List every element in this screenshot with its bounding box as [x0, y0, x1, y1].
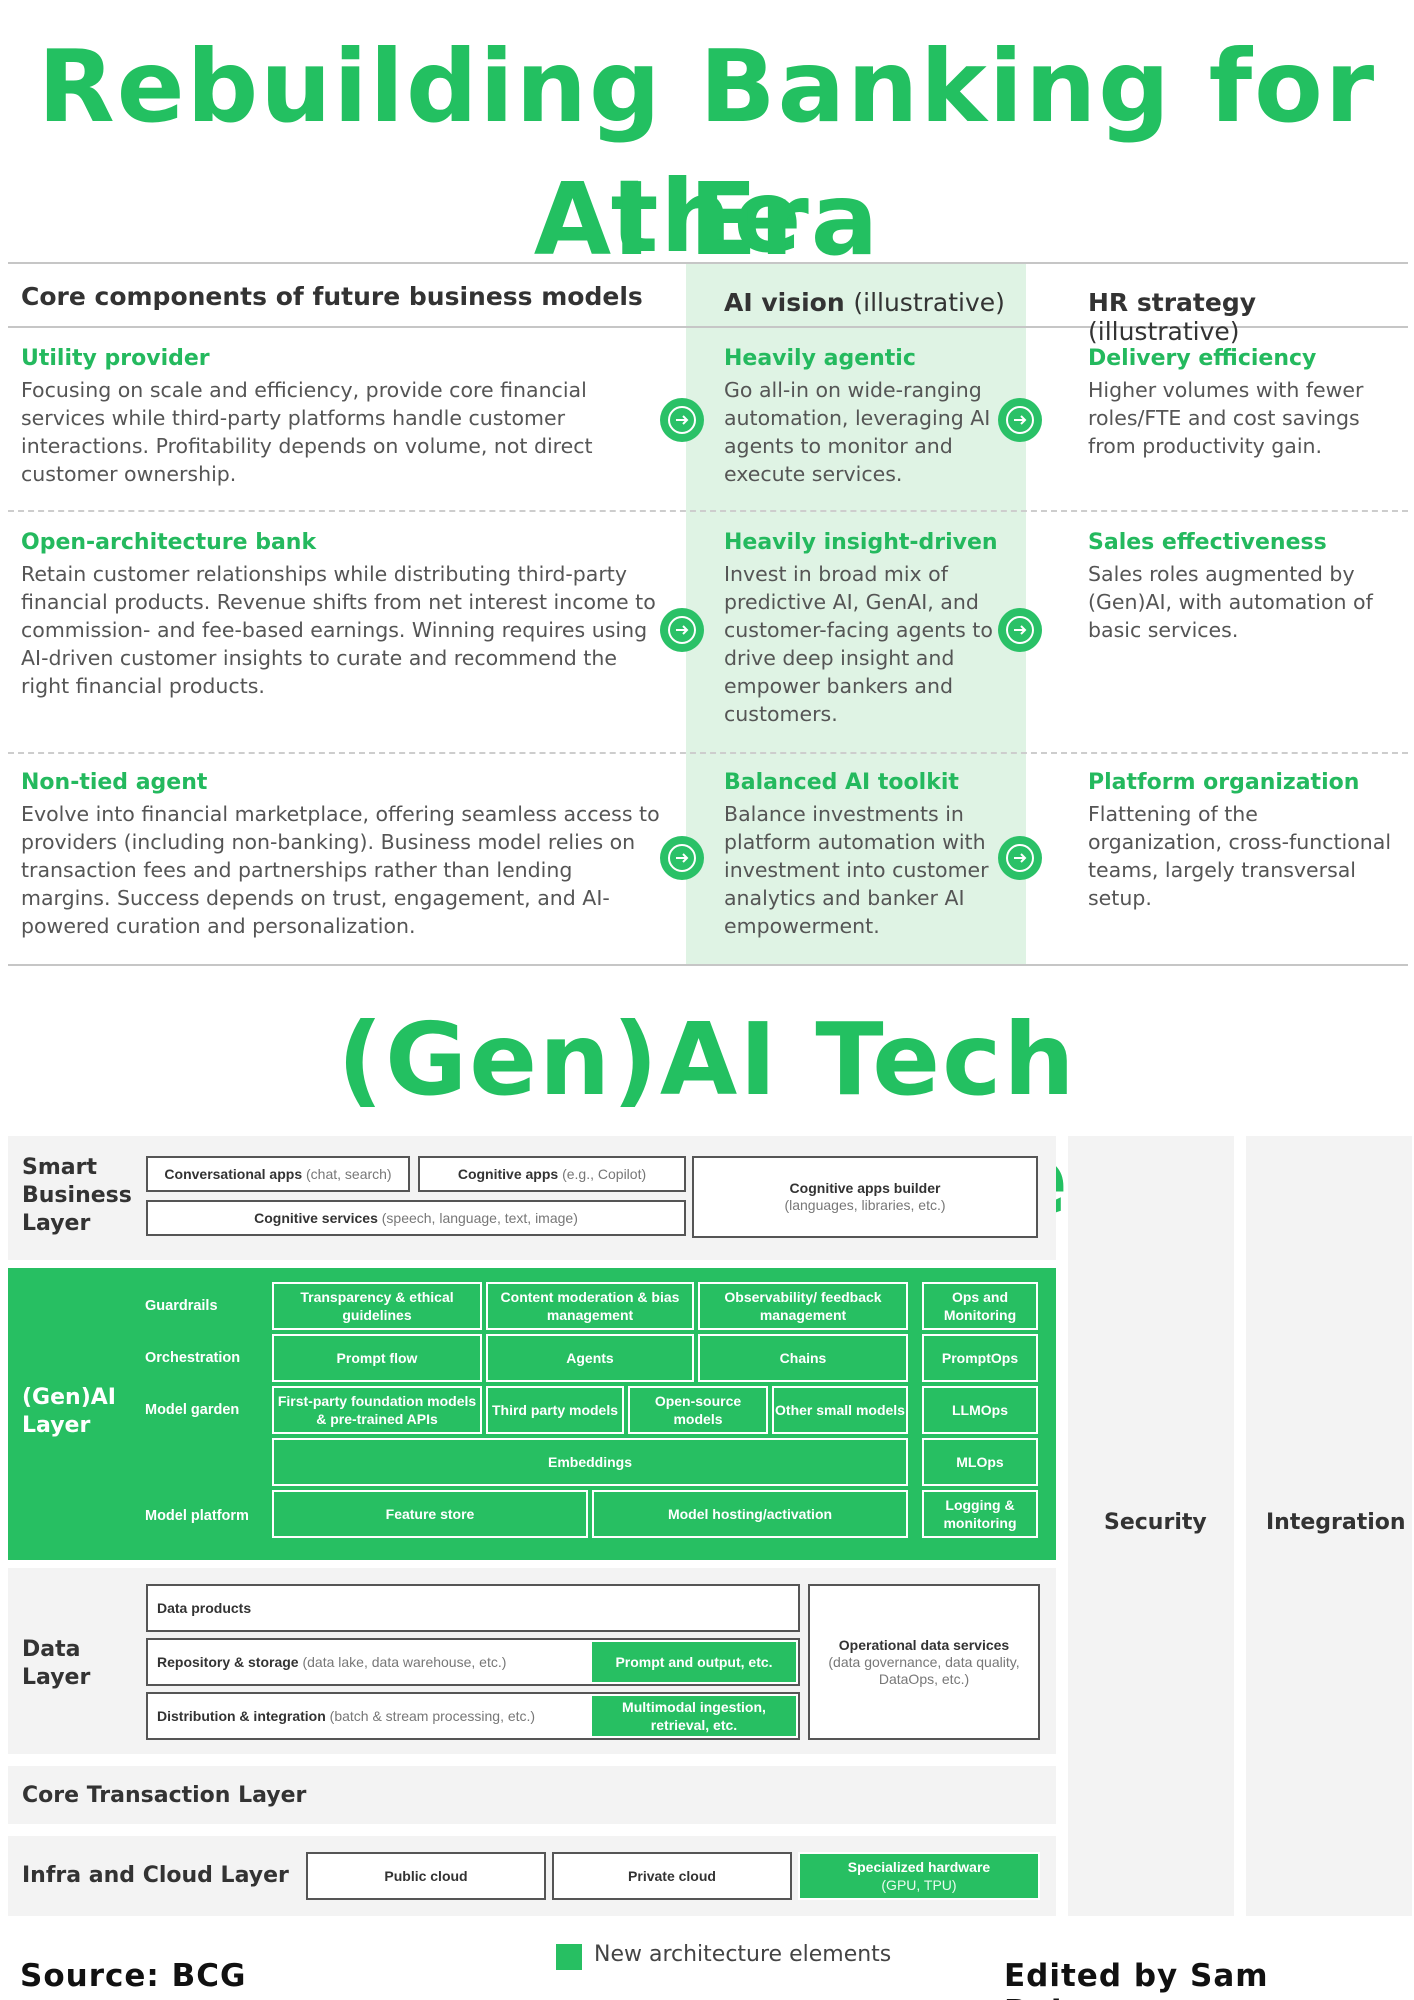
header-hr-strategy: HR strategy (illustrative): [1088, 288, 1257, 346]
row-1-core: Utility provider Focusing on scale and e…: [21, 344, 661, 488]
row-3-core-text: Evolve into financial marketplace, offer…: [21, 802, 660, 938]
promptops-box: PromptOps: [922, 1334, 1038, 1382]
transparency-box: Transparency & ethical guidelines: [272, 1282, 482, 1330]
main-title-line-1: Rebuilding Banking for the: [37, 28, 1377, 275]
editor-credit: Edited by Sam Boboev: [1004, 1958, 1269, 2000]
core-transaction-layer-label: Core Transaction Layer: [22, 1783, 307, 1808]
model-hosting-box: Model hosting/activation: [592, 1490, 908, 1538]
row-2-hr-text: Sales roles augmented by (Gen)AI, with a…: [1088, 562, 1373, 642]
row-3-hr-text: Flattening of the organization, cross-fu…: [1088, 802, 1392, 910]
open-source-models-box: Open-source models: [628, 1386, 768, 1434]
table-top-rule: [8, 262, 1408, 264]
row-2-core: Open-architecture bank Retain customer r…: [21, 528, 661, 700]
operational-data-services-box: Operational data services(data governanc…: [808, 1584, 1040, 1740]
content-moderation-box: Content moderation & bias management: [486, 1282, 694, 1330]
main-title-line-2: AI Era: [533, 161, 881, 278]
model-garden-label: Model garden: [145, 1402, 240, 1418]
model-platform-label: Model platform: [145, 1508, 249, 1524]
row-1-core-text: Focusing on scale and efficiency, provid…: [21, 378, 593, 486]
cognitive-apps-box: Cognitive apps (e.g., Copilot): [418, 1156, 686, 1192]
business-model-table: Core components of future business model…: [8, 262, 1408, 966]
row-3-vision-title: Balanced AI toolkit: [724, 770, 959, 795]
row-2-hr-title: Sales effectiveness: [1088, 530, 1327, 555]
row-1-hr: Delivery efficiency Higher volumes with …: [1088, 344, 1398, 460]
row-3-vision-text: Balance investments in platform automati…: [724, 802, 989, 938]
embeddings-box: Embeddings: [272, 1438, 908, 1486]
mlops-box: MLOps: [922, 1438, 1038, 1486]
row-2-vision: Heavily insight-driven Invest in broad m…: [724, 528, 1014, 728]
data-layer-label: Data Layer: [22, 1637, 91, 1690]
arrow-right-icon: [660, 836, 704, 880]
row-1-vision: Heavily agentic Go all-in on wide-rangin…: [724, 344, 1014, 488]
row-divider-1: [8, 510, 1408, 512]
other-small-models-box: Other small models: [772, 1386, 908, 1434]
agents-box: Agents: [486, 1334, 694, 1382]
header-core-components: Core components of future business model…: [21, 282, 643, 311]
prompt-output-box: Prompt and output, etc.: [590, 1640, 798, 1684]
private-cloud-box: Private cloud: [552, 1852, 792, 1900]
row-1-hr-text: Higher volumes with fewer roles/FTE and …: [1088, 378, 1364, 458]
legend-label: New architecture elements: [594, 1942, 892, 1967]
row-1-vision-title: Heavily agentic: [724, 346, 916, 371]
header-ai-vision: AI vision (illustrative): [724, 288, 1005, 317]
smart-business-layer-label: Smart Business Layer: [22, 1155, 132, 1236]
arrow-right-icon: [660, 398, 704, 442]
genai-layer-label: (Gen)AI Layer: [22, 1385, 116, 1438]
integration-column: [1246, 1136, 1412, 1916]
third-party-models-box: Third party models: [486, 1386, 624, 1434]
row-2-hr: Sales effectiveness Sales roles augmente…: [1088, 528, 1398, 644]
row-2-core-text: Retain customer relationships while dist…: [21, 562, 656, 698]
arrow-right-icon: [660, 608, 704, 652]
row-1-core-title: Utility provider: [21, 346, 210, 371]
feature-store-box: Feature store: [272, 1490, 588, 1538]
row-3-core-title: Non-tied agent: [21, 770, 208, 795]
row-3-vision: Balanced AI toolkit Balance investments …: [724, 768, 1014, 940]
row-2-vision-title: Heavily insight-driven: [724, 530, 998, 555]
row-2-vision-text: Invest in broad mix of predictive AI, Ge…: [724, 562, 993, 726]
row-3-core: Non-tied agent Evolve into financial mar…: [21, 768, 661, 940]
legend-swatch: [556, 1944, 582, 1970]
multimodal-ingestion-box: Multimodal ingestion, retrieval, etc.: [590, 1694, 798, 1738]
arrow-right-icon: [998, 398, 1042, 442]
row-1-vision-text: Go all-in on wide-ranging automation, le…: [724, 378, 991, 486]
source-credit: Source: BCG: [20, 1958, 247, 1994]
row-1-hr-title: Delivery efficiency: [1088, 346, 1317, 371]
prompt-flow-box: Prompt flow: [272, 1334, 482, 1382]
table-bottom-rule: [8, 964, 1408, 966]
observability-box: Observability/ feedback management: [698, 1282, 908, 1330]
security-label: Security: [1104, 1510, 1207, 1535]
row-2-core-title: Open-architecture bank: [21, 530, 317, 555]
ops-monitoring-box: Ops and Monitoring: [922, 1282, 1038, 1330]
conversational-apps-box: Conversational apps (chat, search): [146, 1156, 410, 1192]
row-3-hr: Platform organization Flattening of the …: [1088, 768, 1398, 912]
specialized-hardware-box: Specialized hardware(GPU, TPU): [798, 1852, 1040, 1900]
arrow-right-icon: [998, 608, 1042, 652]
llmops-box: LLMOps: [922, 1386, 1038, 1434]
header-rule: [8, 326, 1408, 328]
arrow-right-icon: [998, 836, 1042, 880]
core-transaction-layer: [8, 1766, 1056, 1824]
cognitive-services-box: Cognitive services (speech, language, te…: [146, 1200, 686, 1236]
cognitive-apps-builder-box: Cognitive apps builder(languages, librar…: [692, 1156, 1038, 1238]
first-party-models-box: First-party foundation models & pre-trai…: [272, 1386, 482, 1434]
guardrails-label: Guardrails: [145, 1298, 218, 1314]
integration-label: Integration: [1266, 1510, 1406, 1535]
logging-monitoring-box: Logging & monitoring: [922, 1490, 1038, 1538]
security-column: [1068, 1136, 1234, 1916]
infra-cloud-layer-label: Infra and Cloud Layer: [22, 1863, 289, 1888]
ai-vision-column-bg: [686, 262, 1026, 966]
data-products-box: Data products: [146, 1584, 800, 1632]
chains-box: Chains: [698, 1334, 908, 1382]
row-3-hr-title: Platform organization: [1088, 770, 1360, 795]
orchestration-label: Orchestration: [145, 1350, 241, 1366]
public-cloud-box: Public cloud: [306, 1852, 546, 1900]
row-divider-2: [8, 752, 1408, 754]
